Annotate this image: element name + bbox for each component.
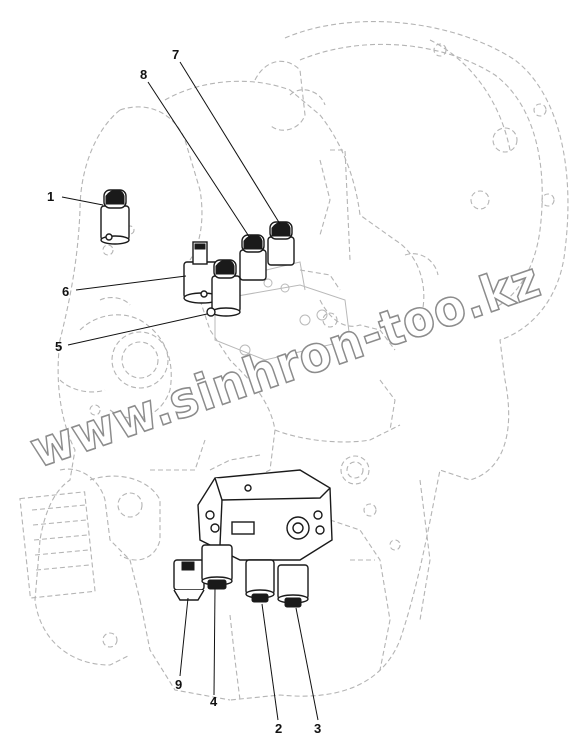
leader-1 [61,196,104,206]
transmission-housing-outline [19,21,569,701]
callout-5: 5 [55,339,62,354]
solenoid-valve-5 [206,259,241,317]
leader-6 [75,275,187,291]
solenoid-valve-3 [277,564,309,608]
leader-9 [179,597,189,677]
solenoid-valve-1 [100,189,130,245]
callout-9: 9 [175,677,182,692]
leader-lines [61,61,319,721]
solenoid-valve-8 [239,234,267,281]
lower-valve-block [197,469,333,561]
leader-2 [261,603,279,721]
solenoid-valve-6 [183,241,221,304]
leader-7 [179,61,281,225]
callout-1: 1 [47,189,54,204]
watermark-text: www.sinhron-too.kz [23,250,548,479]
callout-4: 4 [210,694,218,709]
callout-8: 8 [140,67,147,82]
solenoid-valve-7 [267,221,295,266]
upper-valve-plate [214,261,351,361]
callout-6: 6 [62,284,69,299]
callout-2: 2 [275,721,282,736]
callout-3: 3 [314,721,321,736]
solenoid-valve-9 [173,559,205,601]
leader-5 [67,313,208,346]
leader-4 [213,587,216,696]
solenoid-valve-2 [245,559,275,603]
leader-8 [147,81,251,239]
callout-7: 7 [172,47,179,62]
leader-3 [295,607,319,721]
solenoid-valve-4 [201,544,233,590]
callout-labels: 1 6 5 8 7 9 4 2 3 [47,47,321,736]
